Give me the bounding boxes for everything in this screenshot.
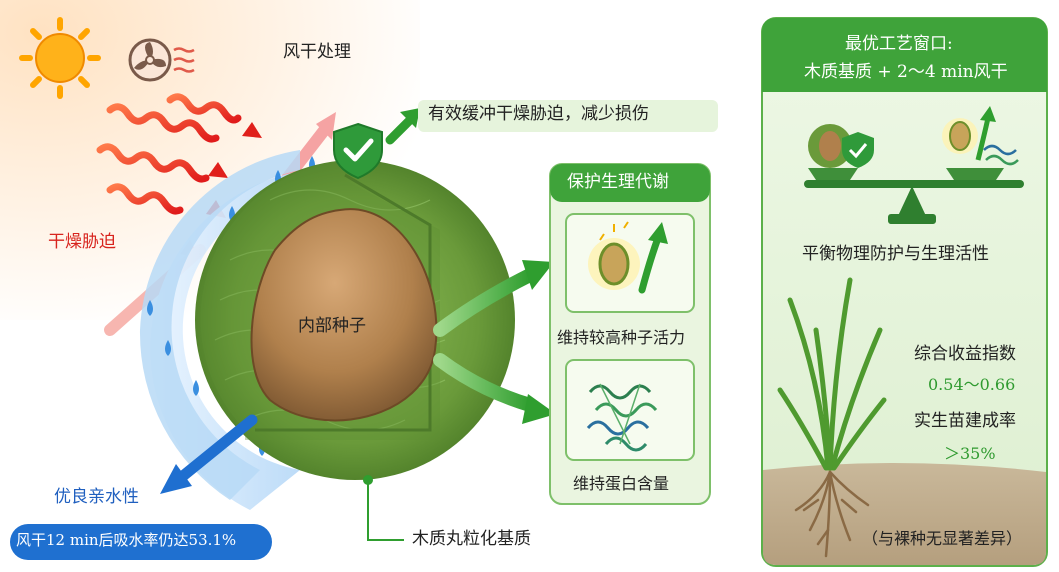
protein-label: 维持蛋白含量 [573, 476, 669, 492]
inner-seed-label: 内部种子 [298, 318, 366, 335]
metabolism-title: 保护生理代谢 [567, 174, 669, 191]
benefit-index-label: 综合收益指数 [914, 346, 1016, 363]
balance-label: 平衡物理防护与生理活性 [802, 246, 989, 263]
sun-icon [22, 20, 98, 96]
benefit-index-value: 0.54～0.66 [928, 377, 1015, 393]
matrix-leader-line [368, 480, 404, 540]
drought-stress-label: 干燥胁迫 [48, 234, 116, 251]
optimal-title-line2: 木质基质 + 2～4 min风干 [804, 64, 1008, 81]
vigor-label: 维持较高种子活力 [557, 330, 685, 346]
wind-dry-label: 风干处理 [283, 44, 351, 61]
no-difference-note: （与裸种无显著差异） [862, 531, 1022, 547]
buffer-benefit-label: 有效缓冲干燥胁迫，减少损伤 [428, 106, 649, 123]
water-absorption-label: 风干12 min后吸水率仍达53.1% [16, 533, 236, 548]
seedling-rate-value: ＞35% [944, 446, 996, 462]
benefit-arrow [390, 108, 420, 140]
optimal-title-line1: 最优工艺窗口: [845, 36, 953, 53]
seedling-rate-label: 实生苗建成率 [914, 413, 1016, 430]
fan-icon [130, 40, 194, 80]
hydrophilicity-label: 优良亲水性 [54, 489, 139, 506]
protein-icon-frame [566, 360, 694, 460]
matrix-leader-dot [363, 475, 373, 485]
wood-matrix-label: 木质丸粒化基质 [412, 531, 531, 548]
soil [763, 463, 1046, 565]
